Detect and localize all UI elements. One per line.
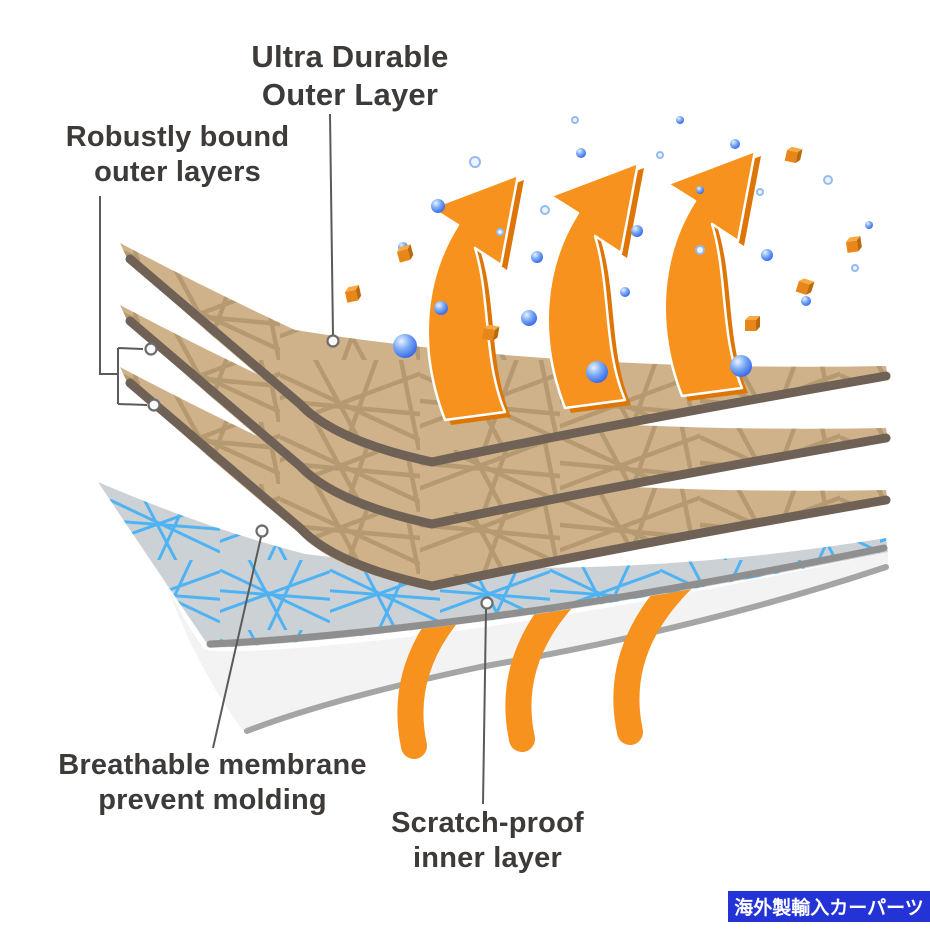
scratch-proof-pointer-line: [482, 608, 487, 805]
robustly-bound-bracket: [99, 196, 148, 406]
label-line: Scratch-proof: [391, 807, 584, 839]
label-line: Ultra Durable: [251, 39, 449, 74]
inner-layer-edge: [244, 564, 889, 734]
membrane-mesh-pattern: [98, 482, 888, 648]
label-line: outer layers: [94, 156, 261, 189]
seller-badge: 海外製輸入カーパーツ: [728, 891, 930, 922]
label-line: Outer Layer: [261, 76, 439, 112]
callout-dots: [144, 334, 494, 610]
label-ultra-durable-outer-layer: Ultra Durable Outer Layer: [185, 38, 515, 114]
water-droplet-rings: [469, 116, 859, 272]
label-breathable-membrane: Breathable membrane prevent molding: [15, 748, 410, 819]
label-robustly-bound-outer-layers: Robustly bound outer layers: [25, 120, 330, 191]
label-line: Robustly bound: [65, 121, 290, 153]
membrane-edge: [206, 544, 888, 648]
ultra-durable-pointer-line: [329, 113, 334, 337]
label-scratch-proof-inner-layer: Scratch-proof inner layer: [330, 806, 645, 877]
label-line: Breathable membrane: [58, 749, 367, 781]
breathable-pointer-line: [212, 536, 262, 749]
breathable-membrane-layer: [98, 482, 888, 648]
label-line: prevent molding: [98, 784, 327, 817]
label-line: inner layer: [413, 842, 562, 875]
callout-lines: [99, 113, 487, 805]
